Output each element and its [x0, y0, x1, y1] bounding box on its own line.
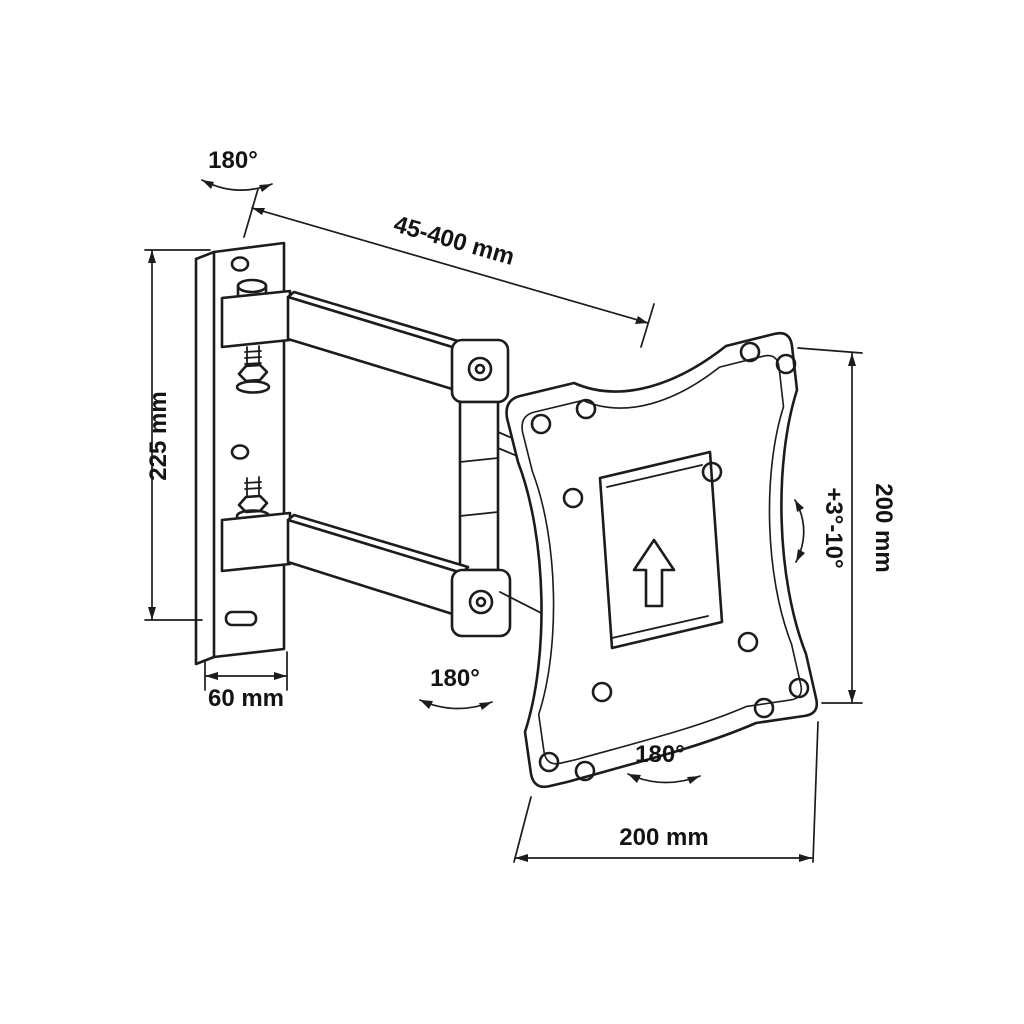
wall-plate-hole-top: [230, 256, 250, 272]
arrowhead: [479, 702, 492, 710]
dim-vesa-height: 200 mm: [797, 347, 897, 704]
dim-extension-ticks: [797, 347, 863, 704]
dim-arrowhead: [148, 250, 156, 263]
arrowhead: [202, 180, 214, 189]
dim-arrowhead: [635, 316, 648, 324]
upper-bolt-cap: [236, 278, 268, 294]
swivel-plate-annotation: 180°: [627, 741, 701, 784]
dim-vesa-width: 200 mm: [513, 721, 819, 863]
dim-arrowhead: [515, 854, 528, 862]
upper-joint-bolt-center: [474, 363, 486, 375]
vesa-hole: [575, 398, 597, 420]
vesa-height-label: 200 mm: [870, 483, 897, 572]
vesa-hole: [753, 697, 775, 719]
lower-arm-front-face: [286, 518, 464, 619]
vesa-hole: [701, 461, 723, 483]
dim-arrowhead: [274, 672, 287, 680]
extension-range-label: 45-400 mm: [391, 211, 518, 271]
tilt-annotation: +3°-10°: [794, 487, 847, 569]
arrowhead: [795, 500, 804, 512]
upper-arm: [286, 290, 510, 404]
upper-arm-joint-block: [450, 338, 510, 404]
swivel-hinge-column: [458, 400, 500, 572]
lower-arm: [286, 513, 512, 638]
upper-joint-bolt: [467, 356, 493, 382]
vesa-hole: [530, 413, 552, 435]
vesa-hole: [591, 681, 613, 703]
upper-arm-front-face: [286, 295, 464, 394]
dim-extension-ticks: [243, 188, 655, 348]
swivel-elbow-annotation: 180°: [419, 665, 493, 710]
wall-plate-height-label: 225 mm: [145, 391, 172, 480]
vesa-center-bracket: [606, 464, 709, 639]
lower-pivot-bracket: [220, 511, 292, 573]
arrowhead: [796, 549, 805, 562]
dim-arrowhead: [848, 353, 856, 366]
dim-arrowhead: [252, 208, 265, 215]
dim-extension-ticks: [204, 651, 288, 691]
vesa-hole: [739, 341, 761, 363]
arrowhead: [259, 184, 272, 192]
dim-extension-ticks: [513, 721, 819, 863]
vesa-hole: [574, 760, 596, 782]
vesa-holes: [530, 341, 810, 782]
hinge-segment-lines: [459, 457, 499, 517]
wall-plate-slot: [224, 610, 258, 627]
up-arrow-icon: [632, 538, 676, 608]
arrowhead: [420, 700, 433, 709]
vesa-hole: [737, 631, 759, 653]
hinge-column: [458, 400, 500, 572]
dim-arrowhead: [205, 672, 218, 680]
dim-arrowhead: [799, 854, 812, 862]
lower-joint-bolt-center: [475, 596, 487, 608]
dim-arrowhead: [148, 607, 156, 620]
wall-plate-hole-middle: [230, 444, 250, 460]
wall-plate-width-label: 60 mm: [208, 685, 284, 712]
arrowhead: [687, 776, 700, 784]
upper-pivot-bracket: [220, 289, 292, 349]
upper-hex-nut: [237, 363, 269, 383]
vesa-hole: [562, 487, 584, 509]
vesa-plate: [505, 331, 819, 789]
swivel-elbow-label: 180°: [430, 665, 480, 692]
arrowhead: [628, 774, 641, 783]
lower-pivot-assembly: [220, 476, 292, 573]
swivel-top-annotation: 180°: [201, 147, 273, 192]
dim-wall-plate-width: 60 mm: [204, 651, 288, 712]
vesa-hole: [775, 353, 797, 375]
vesa-hole: [788, 677, 810, 699]
dim-extension-ticks: [144, 249, 211, 621]
dim-line: [251, 207, 649, 324]
wall-plate-side-edge: [194, 250, 216, 666]
swivel-top-label: 180°: [208, 147, 258, 174]
dim-arrowhead: [848, 690, 856, 703]
dim-wall-plate-height: 225 mm: [144, 249, 211, 621]
upper-washer: [235, 380, 271, 394]
vesa-plate-inner-outline: [521, 354, 803, 765]
lower-joint-bolt: [468, 589, 494, 615]
vesa-width-label: 200 mm: [619, 824, 708, 851]
upper-pivot-assembly: [220, 278, 292, 394]
swivel-plate-label: 180°: [635, 741, 685, 768]
lower-threaded-stud: [244, 476, 262, 499]
lower-arm-joint-block: [450, 568, 512, 638]
tilt-range-label: +3°-10°: [820, 487, 847, 568]
vesa-hole: [538, 751, 560, 773]
upper-threaded-stud: [244, 345, 262, 368]
